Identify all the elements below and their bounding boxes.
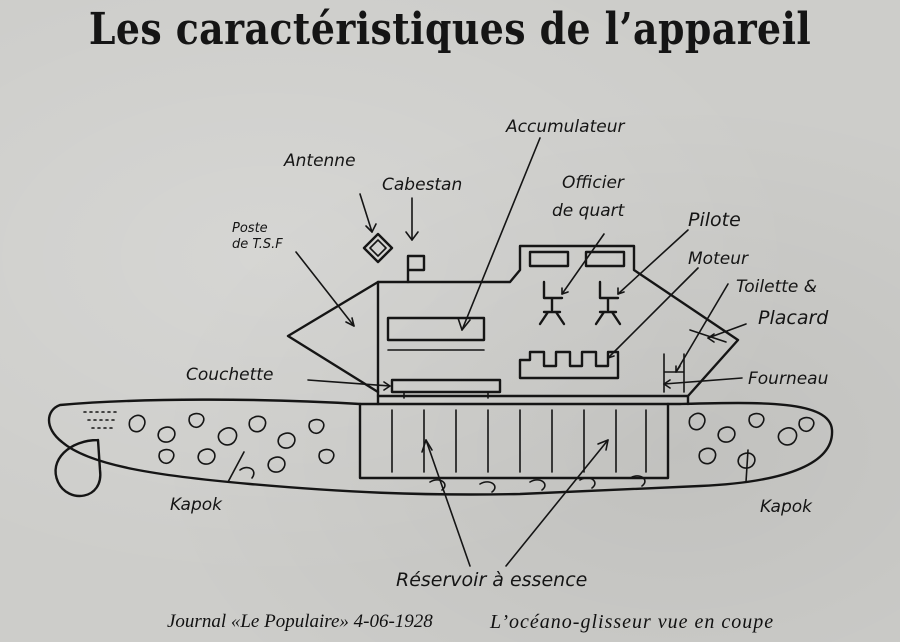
caption-description: L’océano-glisseur vue en coupe bbox=[490, 611, 775, 633]
label-placard: Placard bbox=[758, 307, 829, 329]
label-fourneau: Fourneau bbox=[748, 369, 829, 389]
caption-source: Journal «Le Populaire» 4-06-1928 bbox=[167, 611, 433, 632]
label-poste-line2: de T.S.F bbox=[232, 237, 283, 252]
kapok-fill-right bbox=[429, 412, 815, 493]
label-moteur: Moteur bbox=[688, 249, 749, 269]
cabin bbox=[286, 232, 740, 406]
label-officier-line2: de quart bbox=[552, 201, 626, 221]
label-toilette: Toilette & bbox=[736, 277, 817, 297]
label-kapok-left: Kapok bbox=[170, 495, 223, 515]
label-couchette: Couchette bbox=[186, 365, 273, 385]
label-poste-line1: Poste bbox=[232, 221, 268, 236]
label-pilote: Pilote bbox=[688, 209, 741, 231]
label-kapok-right: Kapok bbox=[760, 497, 813, 517]
label-cabestan: Cabestan bbox=[382, 175, 462, 195]
diagram-title: Les caractéristiques de l’appareil bbox=[88, 4, 812, 55]
label-accumulateur: Accumulateur bbox=[505, 117, 625, 137]
fuel-tank bbox=[358, 402, 670, 480]
kapok-fill-left bbox=[128, 412, 335, 479]
label-antenne: Antenne bbox=[283, 151, 356, 171]
label-officier-line1: Officier bbox=[562, 173, 625, 193]
leader-lines bbox=[227, 137, 749, 567]
label-reservoir: Réservoir à essence bbox=[396, 569, 587, 591]
hull bbox=[47, 398, 834, 498]
